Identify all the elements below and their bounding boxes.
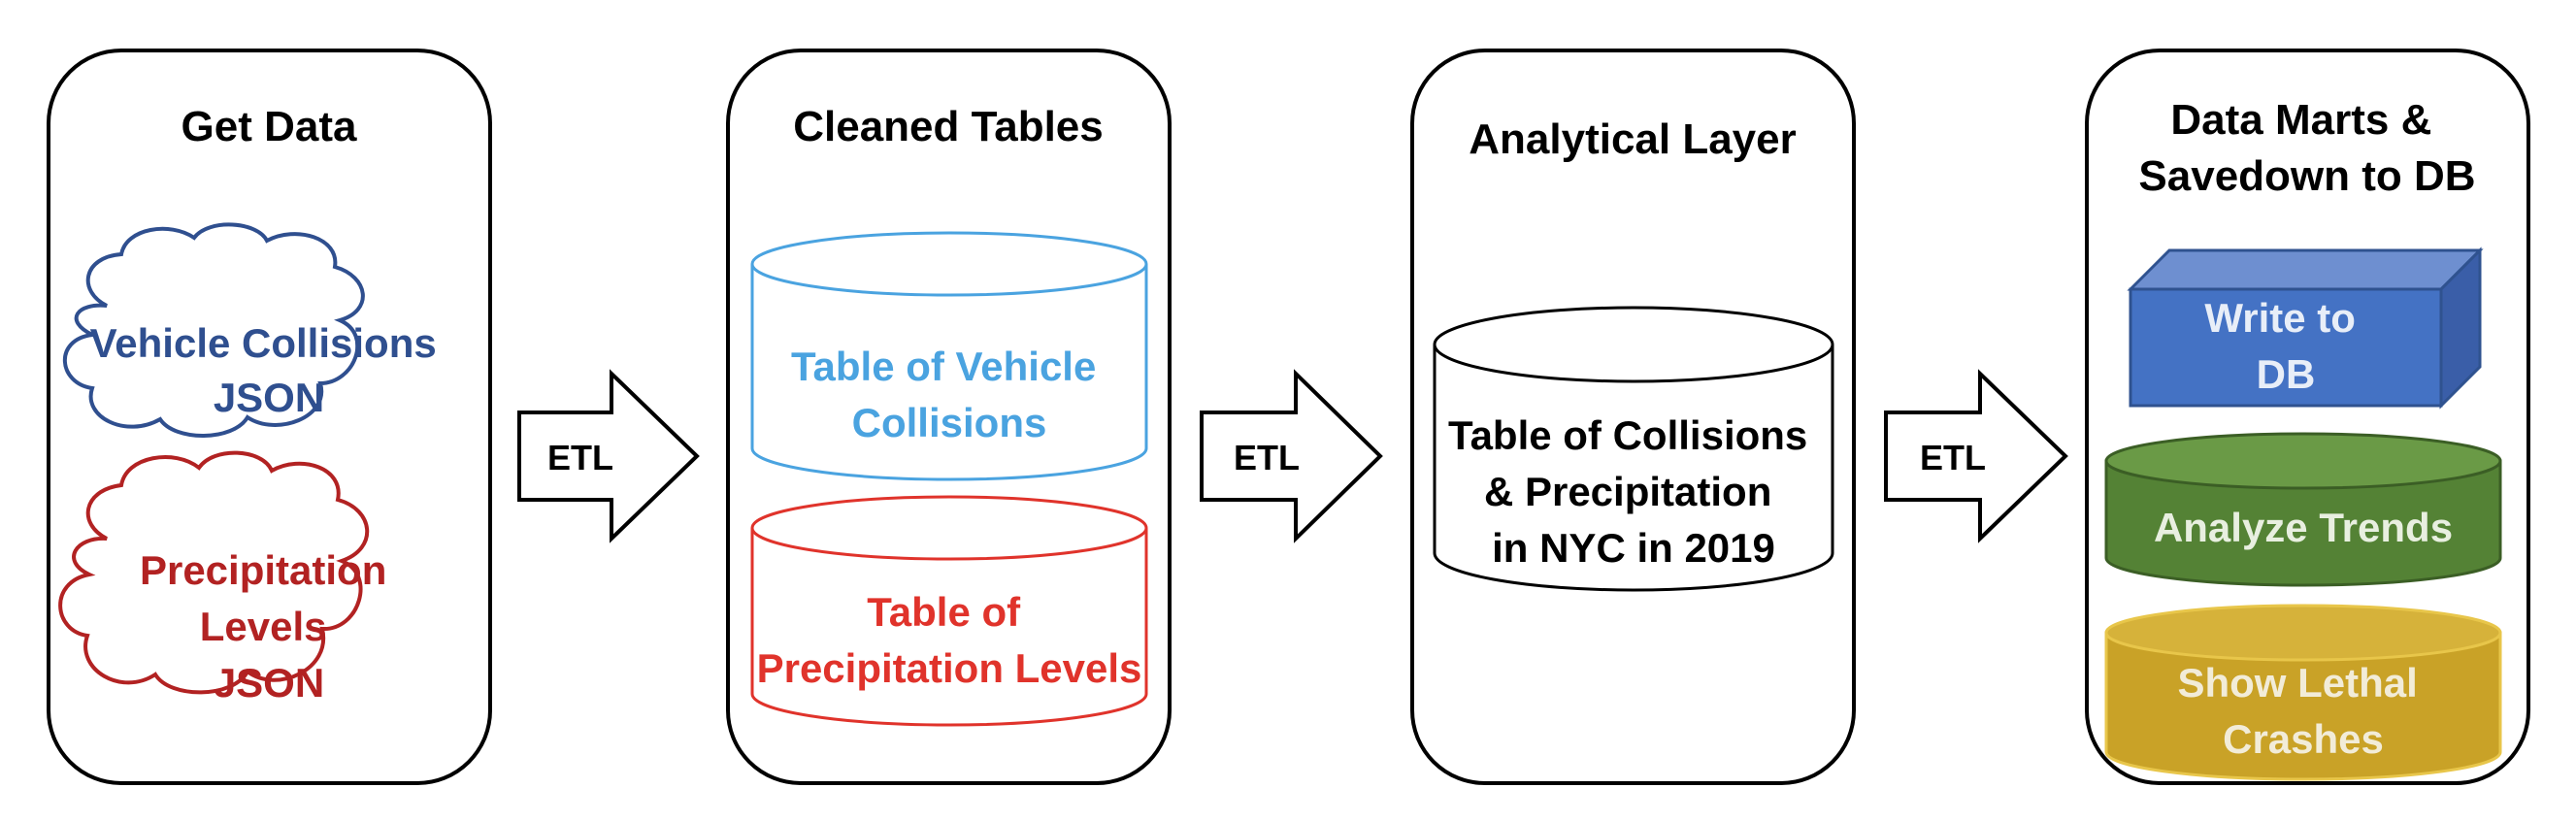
collisions-precipitation-table-cylinder (1433, 306, 1834, 592)
analyze-trends-label: Analyze Trends (2154, 505, 2453, 550)
stage-title-cleaned-tables: Cleaned Tables (793, 103, 1104, 150)
precipitation-levels-cloud-icon (58, 450, 370, 695)
stage-panel-data-marts (2085, 49, 2530, 785)
etl-arrow-3 (1884, 369, 2068, 543)
stage-title-analytical-layer: Analytical Layer (1469, 115, 1797, 163)
precipitation-levels-table-cylinder (750, 495, 1148, 727)
precipitation-levels-label: Precipitation Levels JSON (140, 547, 398, 706)
write-to-db-box (2127, 246, 2484, 410)
collisions-precipitation-table-label: Table of Collisions & Precipitation in N… (1448, 412, 1819, 571)
vehicle-collisions-table-label: Table of Vehicle Collisions (791, 344, 1107, 445)
vehicle-collisions-label: Vehicle Collisions JSON (90, 320, 448, 420)
etl-arrow-1-label: ETL (547, 438, 613, 477)
vehicle-collisions-cloud-icon (62, 222, 365, 438)
stage-title-get-data: Get Data (182, 103, 357, 150)
analyze-trends-cylinder (2104, 432, 2502, 587)
etl-arrow-1 (517, 369, 700, 543)
stage-title-data-marts: Data Marts & Savedown to DB (2138, 96, 2475, 200)
vehicle-collisions-table-cylinder (750, 231, 1148, 481)
show-lethal-crashes-cylinder (2104, 604, 2502, 781)
etl-arrow-3-label: ETL (1920, 438, 1986, 477)
show-lethal-crashes-label: Show Lethal Crashes (2177, 660, 2428, 762)
precipitation-levels-table-label: Table of Precipitation Levels (757, 589, 1142, 691)
etl-arrow-2-label: ETL (1234, 438, 1300, 477)
write-to-db-label: Write to DB (2204, 295, 2366, 397)
etl-arrow-2 (1200, 369, 1383, 543)
